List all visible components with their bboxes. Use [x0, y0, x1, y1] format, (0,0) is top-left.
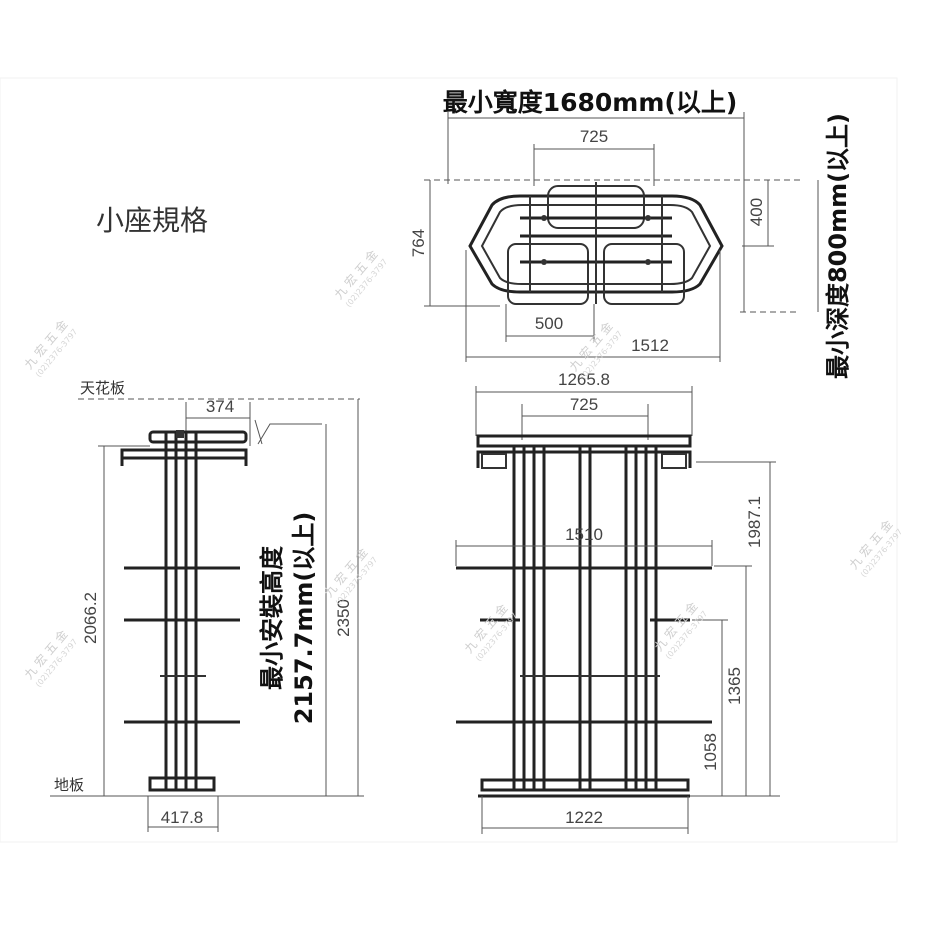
diagram-panel	[0, 77, 898, 843]
top-dim-500: 500	[535, 314, 563, 333]
front-dim-1365: 1365	[725, 667, 744, 705]
min-height-label-1: 最小安裝高度	[258, 545, 286, 690]
front-view-rack	[456, 434, 712, 798]
ceiling-label: 天花板	[80, 379, 125, 397]
front-dim-1058: 1058	[701, 733, 720, 771]
side-dim-2066: 2066.2	[81, 592, 100, 644]
min-height-label-2: 2157.7mm(以上)	[290, 512, 318, 725]
diagram-title: 小座規格	[96, 204, 208, 237]
side-view-rack	[120, 430, 248, 792]
top-dim-764: 764	[409, 229, 428, 257]
min-width-label: 最小寬度1680mm(以上)	[443, 88, 738, 117]
top-dim-725: 725	[580, 127, 608, 146]
top-view-rack	[468, 182, 724, 305]
front-dim-1987: 1987.1	[745, 496, 764, 548]
front-dim-1510: 1510	[565, 525, 603, 544]
side-dim-2350: 2350	[334, 599, 353, 637]
min-depth-label: 最小深度800mm(以上)	[824, 113, 852, 379]
top-dim-1512: 1512	[631, 336, 669, 355]
side-view: 天花板 374 2066.2 最小安裝高度 2157.7mm(以上) 2350 …	[50, 379, 364, 832]
side-dim-417: 417.8	[161, 808, 204, 827]
front-view: 1265.8 725	[455, 370, 780, 834]
front-dim-725: 725	[570, 395, 598, 414]
front-dim-1222: 1222	[565, 808, 603, 827]
floor-label: 地板	[54, 776, 84, 794]
top-view: 最小寬度1680mm(以上) 725 764 400 最小深度800mm(以上)	[409, 88, 852, 379]
side-dim-374: 374	[206, 397, 234, 416]
top-dim-400: 400	[747, 198, 766, 226]
front-dim-1265: 1265.8	[558, 370, 610, 389]
